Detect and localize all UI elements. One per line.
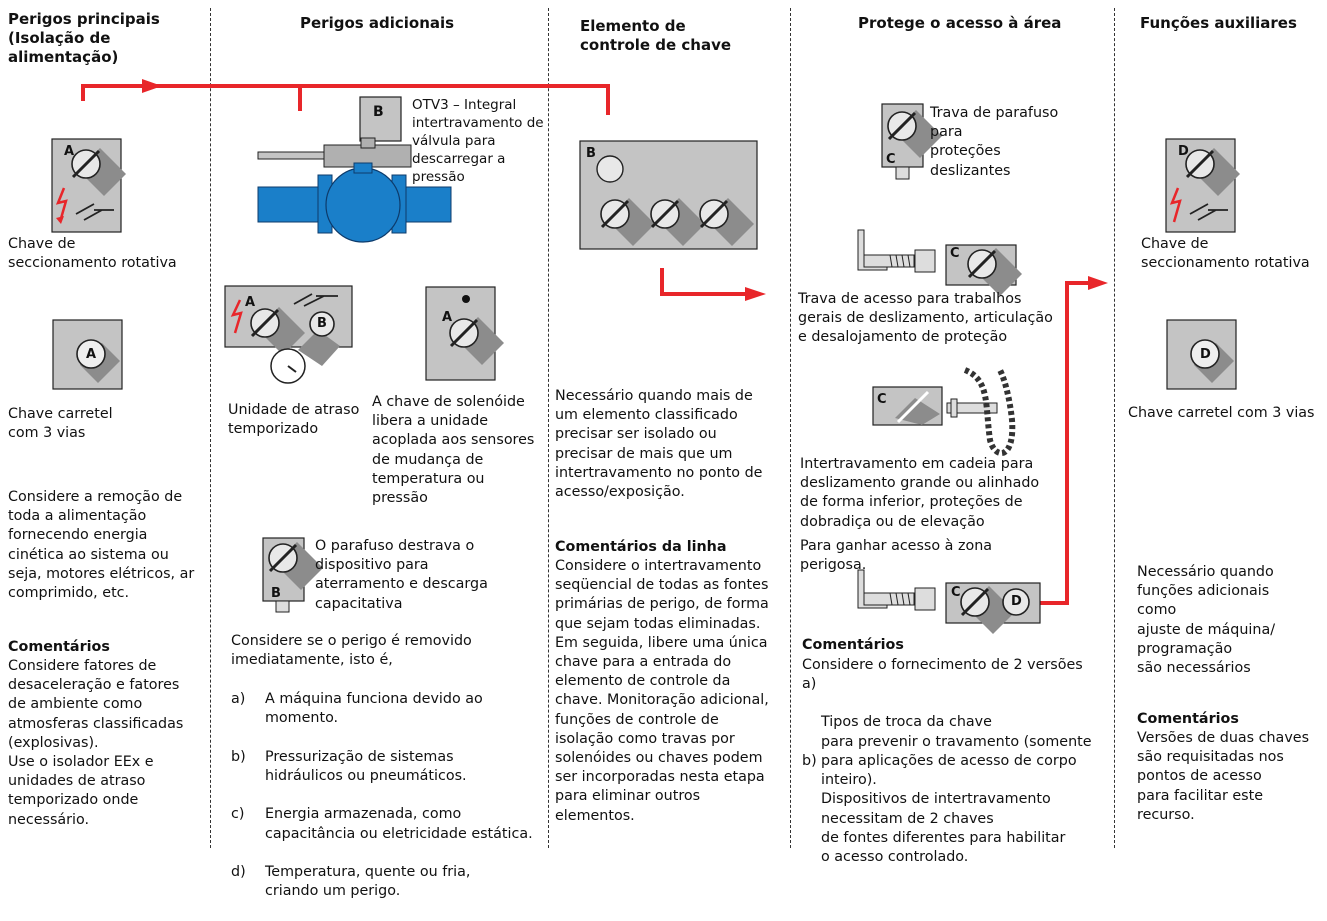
access-lock-cd-icon (857, 569, 1041, 636)
column-header-auxiliary-functions: Funções auxiliares (1140, 14, 1297, 32)
rotary-switch-label: Chave de seccionamento rotativa (8, 236, 177, 272)
chain-interlock-label: Intertravamento em cadeia para deslizame… (800, 456, 1040, 530)
solenoid-switch-icon (425, 286, 506, 381)
key-letter-d: D (1178, 144, 1189, 159)
column-header-key-control: Elemento de controle de chave (580, 17, 732, 54)
time-delay-unit-icon (224, 285, 353, 384)
bolt-unlock-label: O parafuso destrava o dispositivo para a… (315, 538, 488, 612)
area-access-item-b: b) Dispositivos de intertravamento neces… (802, 753, 1066, 866)
column-header-primary-hazards: Perigos principais (Isolação de alimenta… (8, 10, 160, 66)
primary-hazards-comments: Considere fatores de desaceleração e fat… (8, 658, 184, 828)
line-comments: Considere o intertravamento seqüencial d… (555, 558, 769, 824)
access-lock-c-icon (857, 229, 1024, 298)
key-letter-b: B (317, 316, 327, 331)
solenoid-switch-label: A chave de solenóide libera a unidade ac… (372, 394, 535, 507)
auxiliary-functions-comments: Versões de duas chaves são requisitadas … (1137, 730, 1310, 823)
area-access-comments-intro: Considere o fornecimento de 2 versões (802, 657, 1083, 673)
spool-switch-label: Chave carretel com 3 vias (8, 406, 113, 442)
key-control-element-icon (579, 140, 758, 250)
bolt-lock-c-icon (881, 103, 944, 180)
spool-switch-label: Chave carretel com 3 vias (1128, 405, 1315, 421)
comments-title: Comentários (1137, 711, 1239, 727)
column-divider-1 (210, 8, 211, 848)
key-letter-a: A (64, 144, 75, 159)
key-control-description: Necessário quando mais de um elemento cl… (555, 388, 763, 501)
key-letter-b: B (586, 146, 596, 161)
diagram-graphics (51, 79, 1242, 636)
key-letter-c: C (951, 585, 961, 600)
bolt-lock-label: Trava de parafuso para proteções desliza… (930, 105, 1059, 179)
list-item: a)A máquina funciona devido ao momento. (231, 691, 483, 727)
access-lock-label: Trava de acesso para trabalhos gerais de… (798, 291, 1053, 346)
rotary-switch-label: Chave de seccionamento rotativa (1141, 236, 1310, 272)
column-divider-4 (1114, 8, 1115, 848)
key-letter-a: A (442, 310, 453, 325)
additional-hazards-list: a)A máquina funciona devido ao momento. … (231, 671, 546, 921)
column-header-additional-hazards: Perigos adicionais (300, 14, 455, 32)
rotary-switch-d-icon (1165, 138, 1242, 233)
rotary-switch-a-icon (51, 138, 128, 233)
bolt-lock-b-icon (262, 537, 325, 613)
valve-interlock-icon (257, 96, 452, 243)
sequence-arrows (81, 79, 1108, 605)
spool-switch-d-icon (1166, 319, 1237, 390)
list-item: b)Pressurização de sistemas hidráulicos … (231, 748, 467, 785)
column-divider-2 (548, 8, 549, 848)
comments-title: Comentários (8, 639, 110, 655)
additional-hazards-intro: Considere se o perigo é removido imediat… (231, 633, 472, 669)
column-header-area-access: Protege o acesso à área (858, 14, 1062, 32)
hazard-zone-label: Para ganhar acesso à zona perigosa. (800, 538, 993, 574)
key-letter-a: A (245, 295, 256, 310)
comments-title: Comentários (802, 637, 904, 653)
time-delay-label: Unidade de atraso temporizado (228, 402, 360, 438)
key-letter-c: C (950, 246, 960, 261)
column-divider-3 (790, 8, 791, 848)
chain-interlock-c-icon (872, 367, 1016, 457)
key-letter-b: B (271, 586, 281, 601)
key-letter-d: D (1011, 594, 1022, 609)
key-letter-d: D (1200, 347, 1211, 362)
key-letter-a: A (86, 347, 97, 362)
valve-interlock-label: OTV3 – Integral intertravamento de válvu… (412, 97, 544, 185)
list-item: d)Temperatura, quente ou fria, criando u… (231, 864, 471, 900)
primary-hazards-description: Considere a remoção de toda a alimentaçã… (8, 489, 195, 602)
area-access-item-a: a) Tipos de troca da chave para prevenir… (802, 676, 1092, 789)
key-letter-c: C (877, 392, 887, 407)
key-letter-b: B (373, 104, 384, 120)
list-item: c)Energia armazenada, como capacitância … (231, 806, 533, 842)
spool-switch-a-icon (52, 319, 123, 390)
auxiliary-functions-description: Necessário quando funções adicionais com… (1137, 564, 1276, 677)
key-letter-c: C (886, 152, 896, 167)
line-comments-title: Comentários da linha (555, 539, 727, 555)
